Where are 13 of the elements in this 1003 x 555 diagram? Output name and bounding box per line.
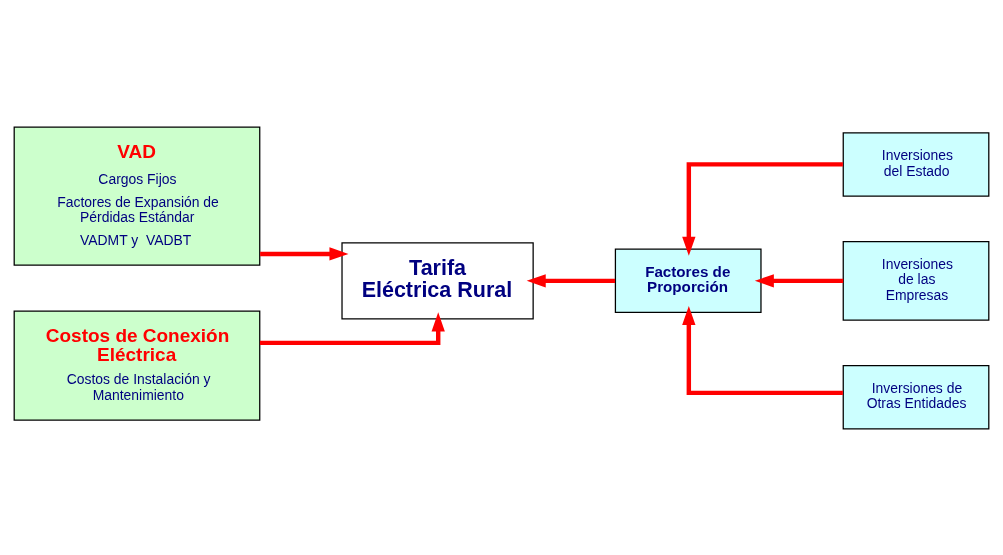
node-box: Inversiones de Otras Entidades xyxy=(842,364,990,430)
node-box: Inversiones del Estado xyxy=(842,131,990,197)
arrow xyxy=(682,305,843,395)
node-box: Tarifa Eléctrica Rural xyxy=(341,241,534,319)
node-box: Factores de Proporción xyxy=(614,248,762,313)
arrow xyxy=(754,273,844,287)
node-box: Inversiones de las Empresas xyxy=(842,240,990,321)
arrow xyxy=(259,311,445,345)
arrow xyxy=(526,273,616,287)
node-box: Costos de Conexión Eléctrica Costos de Instalación y Mantenimiento xyxy=(13,310,261,421)
arrow xyxy=(682,161,843,256)
arrow xyxy=(260,246,349,261)
node-box: VAD Cargos Fijos Factores de Expansión de Pérdidas Estándar VADMT y VADBT xyxy=(13,125,261,266)
